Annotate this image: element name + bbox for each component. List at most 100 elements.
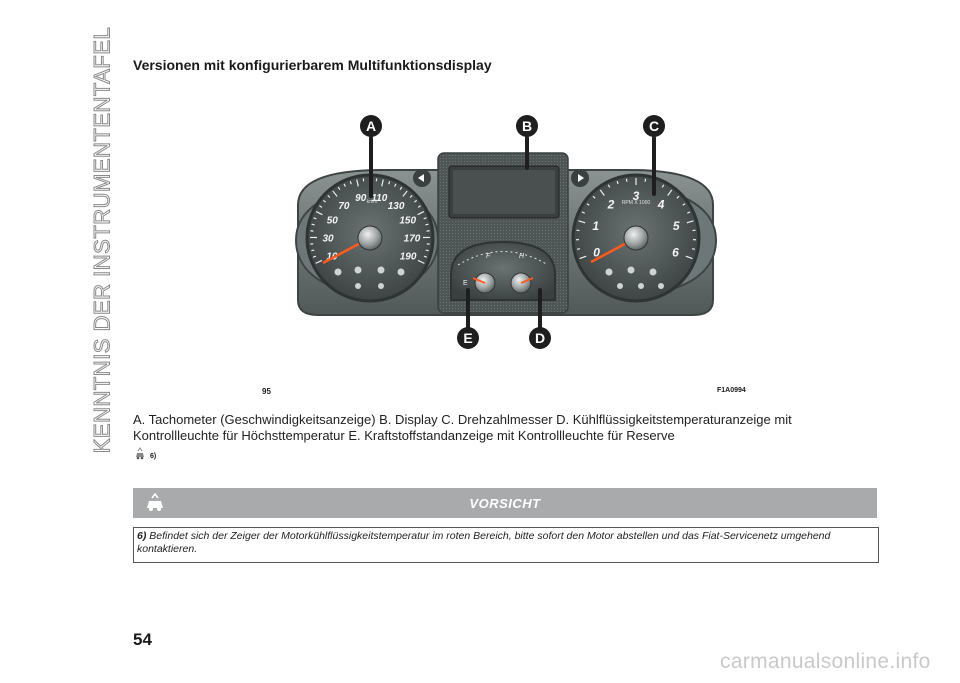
- speedometer-tick: [337, 186, 341, 190]
- svg-text:C: C: [649, 118, 659, 134]
- speedometer-ticks: [309, 178, 431, 264]
- callout-b: B: [516, 115, 538, 137]
- speedometer-tick: [332, 190, 338, 197]
- tachometer-tick: [599, 189, 605, 196]
- temp-high-mark: H: [519, 253, 525, 260]
- speedometer-tick: [417, 259, 425, 264]
- speedometer-tick: [313, 217, 317, 220]
- tachometer-label: 6: [672, 245, 679, 259]
- tachometer-label: 0: [593, 245, 600, 259]
- tachometer-label: 4: [657, 197, 665, 211]
- warning-title: VORSICHT: [469, 495, 541, 511]
- tachometer-hub: [623, 225, 649, 251]
- speedometer-label: 150: [399, 216, 416, 227]
- speedometer-label: 90: [355, 193, 367, 204]
- tachometer-tick: [579, 255, 587, 260]
- warning-reference: 6): [133, 447, 156, 461]
- warning-number: 6): [137, 530, 147, 542]
- callout-c: C: [643, 115, 665, 137]
- tachometer-label: 2: [607, 197, 615, 211]
- section-side-title-text: KENNTNIS DER INSTRUMENTENTAFEL: [89, 26, 115, 454]
- speedometer-tick: [423, 255, 428, 258]
- speedometer-tick: [409, 194, 413, 198]
- reference-number: 6): [150, 453, 157, 460]
- car-warning-icon: [133, 447, 147, 461]
- speedometer-label: 30: [322, 234, 334, 245]
- speedometer-tick: [312, 255, 317, 258]
- figure-number: 95: [262, 387, 271, 396]
- speedometer-label: 170: [404, 234, 421, 245]
- speedometer-tick: [322, 199, 327, 203]
- tachometer-tick: [576, 248, 581, 250]
- tachometer-label: 3: [633, 189, 640, 203]
- tachometer-tick: [682, 203, 686, 206]
- svg-text:A: A: [366, 118, 376, 134]
- figure-code: F1A0994: [717, 387, 746, 394]
- tachometer-tick: [586, 203, 590, 206]
- speedometer-tick: [394, 183, 397, 187]
- warning-header: VORSICHT: [133, 488, 877, 518]
- figure-caption: A. Tachometer (Geschwindigkeitsanzeige) …: [133, 412, 792, 443]
- callout-a: A: [360, 115, 382, 137]
- tachometer-tick: [691, 248, 696, 250]
- speedometer-tick: [417, 205, 421, 208]
- speedometer-tick: [381, 179, 384, 187]
- tachometer-tick: [607, 184, 611, 188]
- speedometer-label: 50: [327, 216, 339, 227]
- car-warning-icon: [147, 492, 163, 511]
- speedometer-tick: [417, 211, 425, 216]
- speedometer-tick: [425, 223, 429, 226]
- tachometer-unit: RPM X 1000: [622, 200, 651, 206]
- tachometer-label: 5: [673, 219, 680, 233]
- speedometer-tick: [425, 249, 429, 252]
- warning-text: Befindet sich der Zeiger der Motorkühlfl…: [137, 530, 831, 555]
- speedometer-tick: [311, 249, 315, 252]
- tachometer-tick: [687, 211, 691, 214]
- speedometer-tick: [319, 205, 323, 208]
- section-side-title: KENNTNIS DER INSTRUMENTENTAFEL: [84, 26, 120, 454]
- tachometer-tick: [578, 220, 586, 224]
- svg-text:D: D: [535, 330, 545, 346]
- speedometer-label: 70: [338, 201, 350, 212]
- tachometer-tick: [686, 220, 694, 224]
- tachometer-label: 1: [592, 219, 599, 233]
- speedometer-tick: [311, 223, 315, 226]
- speedometer-tick: [402, 190, 408, 197]
- speedometer-hub: [357, 225, 383, 251]
- speedometer-tick: [388, 181, 391, 185]
- svg-text:B: B: [522, 118, 532, 134]
- speedometer-label: 110: [371, 193, 387, 204]
- tachometer-tick: [581, 211, 585, 214]
- warning-lamps: [334, 266, 664, 289]
- page-heading: Versionen mit konfigurierbarem Multifunk…: [133, 57, 492, 73]
- speedometer-tick: [315, 211, 323, 216]
- tachometer-labels: 0 12 3 45 6: [592, 189, 679, 259]
- speedometer-tick: [399, 186, 403, 190]
- tachometer-ticks: [576, 178, 696, 260]
- speedometer-tick: [343, 183, 346, 187]
- fuel-low-mark: E: [463, 280, 468, 287]
- tachometer-tick: [685, 255, 693, 260]
- warning-content: 6) Befindet sich der Zeiger der Motorküh…: [133, 527, 879, 563]
- page-number: 54: [133, 630, 152, 649]
- tachometer-tick: [676, 195, 680, 199]
- speedometer-unit: km/h: [367, 199, 378, 205]
- site-watermark: carmanualsonline.info: [720, 650, 931, 673]
- speedometer-tick: [349, 181, 352, 185]
- speedometer-tick: [423, 217, 427, 220]
- callout-d: D: [529, 327, 551, 349]
- tachometer-tick: [661, 184, 665, 188]
- speedometer-tick: [315, 259, 323, 264]
- speedometer-tick: [327, 194, 331, 198]
- speedometer-label: 190: [400, 252, 417, 263]
- fuel-full-mark: F: [486, 253, 491, 260]
- speedometer-tick: [413, 199, 418, 203]
- tachometer-tick: [592, 195, 596, 199]
- tachometer-tick: [667, 189, 673, 196]
- speedometer-tick: [356, 179, 359, 187]
- tachometer-tick: [616, 180, 619, 185]
- speedometer-label: 130: [388, 201, 405, 212]
- callout-e: E: [457, 327, 479, 349]
